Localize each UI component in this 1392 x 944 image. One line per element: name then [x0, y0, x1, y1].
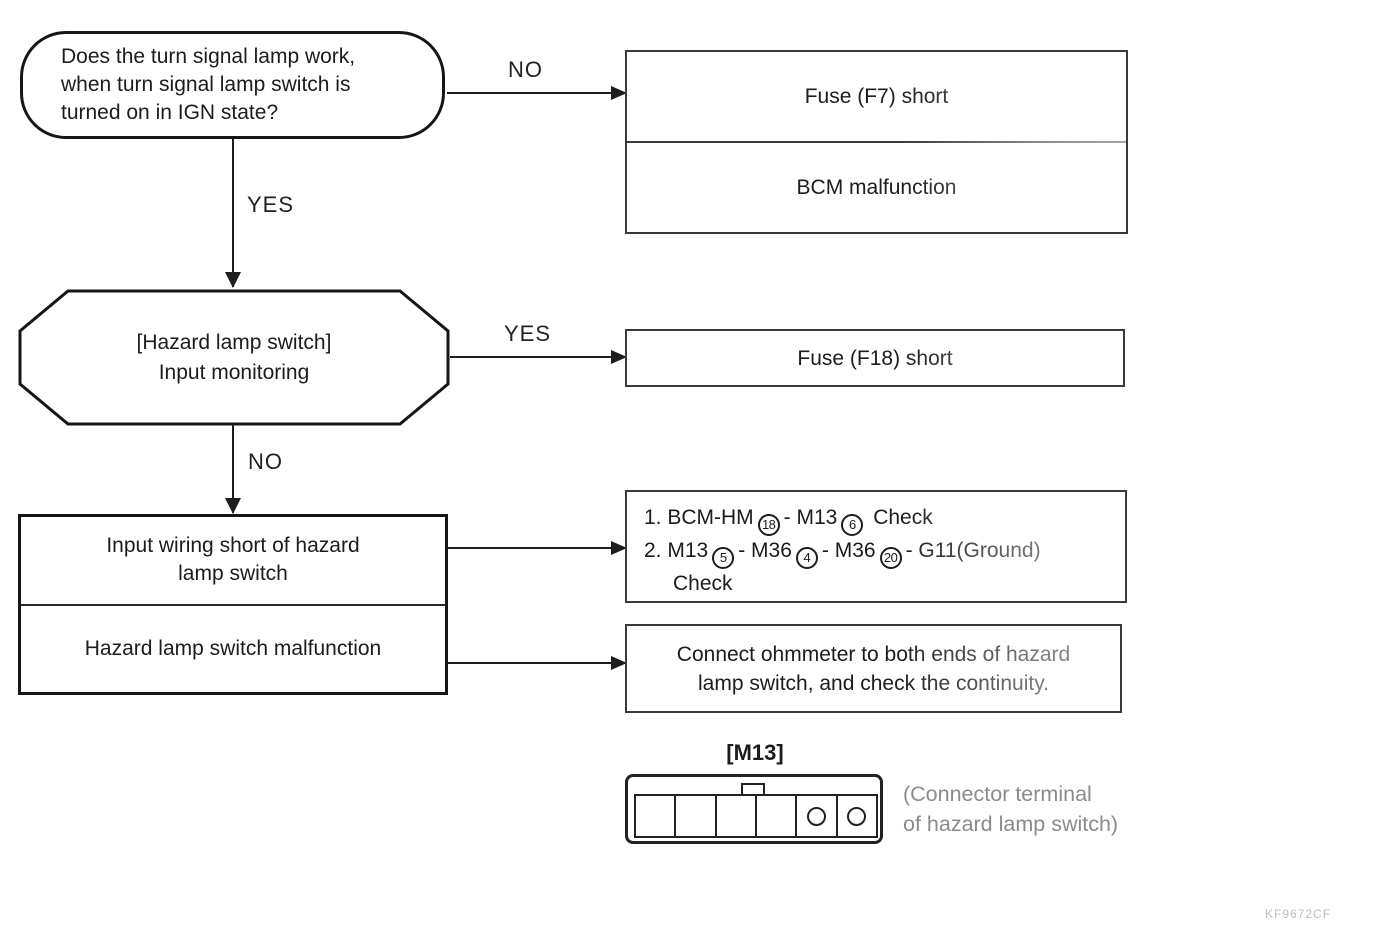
pin-number-circled: 20: [879, 547, 902, 569]
result-table-f7-bcm: Fuse (F7) short BCM malfunction: [625, 50, 1128, 234]
pin-number-circled: 5: [712, 547, 735, 569]
checklist-text-segment: - M13: [783, 506, 838, 529]
connector-cell: [676, 796, 717, 836]
connector-cell: [797, 796, 838, 836]
cause-row-switch-malfunction: Hazard lamp switch malfunction: [84, 636, 382, 660]
connector-cells: [634, 794, 878, 838]
checklist-text-segment: - G11(Ground): [905, 539, 1041, 562]
ohmmeter-instruction-box: Connect ohmmeter to both ends of hazard …: [625, 624, 1122, 713]
checklist-text-segment: - M36: [738, 539, 792, 562]
pin-hole-circle: [847, 806, 867, 826]
checklist-text-segment: - M36: [821, 539, 876, 562]
connector-caption: (Connector terminal of hazard lamp switc…: [903, 782, 1119, 836]
decision-box-turn-signal: Does the turn signal lamp work, when tur…: [20, 31, 445, 139]
figure-code: KF9672CF: [1265, 907, 1332, 921]
checklist-text-segment: 1. BCM-HM: [644, 506, 754, 529]
result-row-bcm-malfunction: BCM malfunction: [796, 176, 957, 199]
arrow-to-checklist: [448, 541, 627, 555]
result-row-fuse-f7: Fuse (F7) short: [627, 52, 1126, 143]
cause-table: Input wiring short of hazard lamp switch…: [18, 514, 448, 695]
cause-row-input-wiring-short: Input wiring short of hazard lamp switch: [21, 517, 445, 606]
arrow-yes-to-fuse-f18: [450, 350, 627, 364]
label-yes-right: YES: [504, 321, 552, 346]
pin-hole-circle: [806, 806, 826, 826]
hexagon-outline: [18, 289, 450, 426]
connector-cell: [838, 796, 876, 836]
connector-title: [M13]: [726, 740, 784, 765]
hexagon-input-monitoring: [Hazard lamp switch] Input monitoring: [18, 289, 450, 426]
checklist-text-segment: Check: [867, 506, 933, 529]
connector-cell: [636, 796, 677, 836]
connector-cell: [717, 796, 757, 836]
arrow-no-down-to-cause: [225, 424, 241, 514]
hexagon-text: [Hazard lamp switch] Input monitoring: [136, 330, 332, 384]
checklist-line-3: Check: [644, 569, 1125, 599]
decision-text: Does the turn signal lamp work, when tur…: [61, 45, 356, 124]
pin-number-circled: 4: [795, 547, 818, 569]
label-no-down: NO: [248, 449, 283, 474]
ohmmeter-text: Connect ohmmeter to both ends of hazard …: [676, 642, 1071, 695]
label-no-top: NO: [508, 57, 543, 82]
checklist-text-segment: Check: [673, 572, 733, 595]
connector-tab: [741, 783, 765, 795]
pin-number-circled: 6: [841, 514, 864, 536]
label-yes-down: YES: [247, 192, 295, 217]
result-box-fuse-f18: Fuse (F18) short: [625, 329, 1125, 387]
fuse-f18-text: Fuse (F18) short: [797, 346, 953, 370]
pin-number-circled: 18: [757, 514, 780, 536]
arrow-yes-down-to-hexagon: [225, 139, 241, 288]
connector-cell: [757, 796, 798, 836]
connector-diagram-m13: [625, 774, 883, 844]
checklist-text-segment: 2. M13: [644, 539, 709, 562]
arrow-no-to-fuse-f7: [447, 86, 627, 100]
arrow-to-ohmmeter: [448, 656, 627, 670]
